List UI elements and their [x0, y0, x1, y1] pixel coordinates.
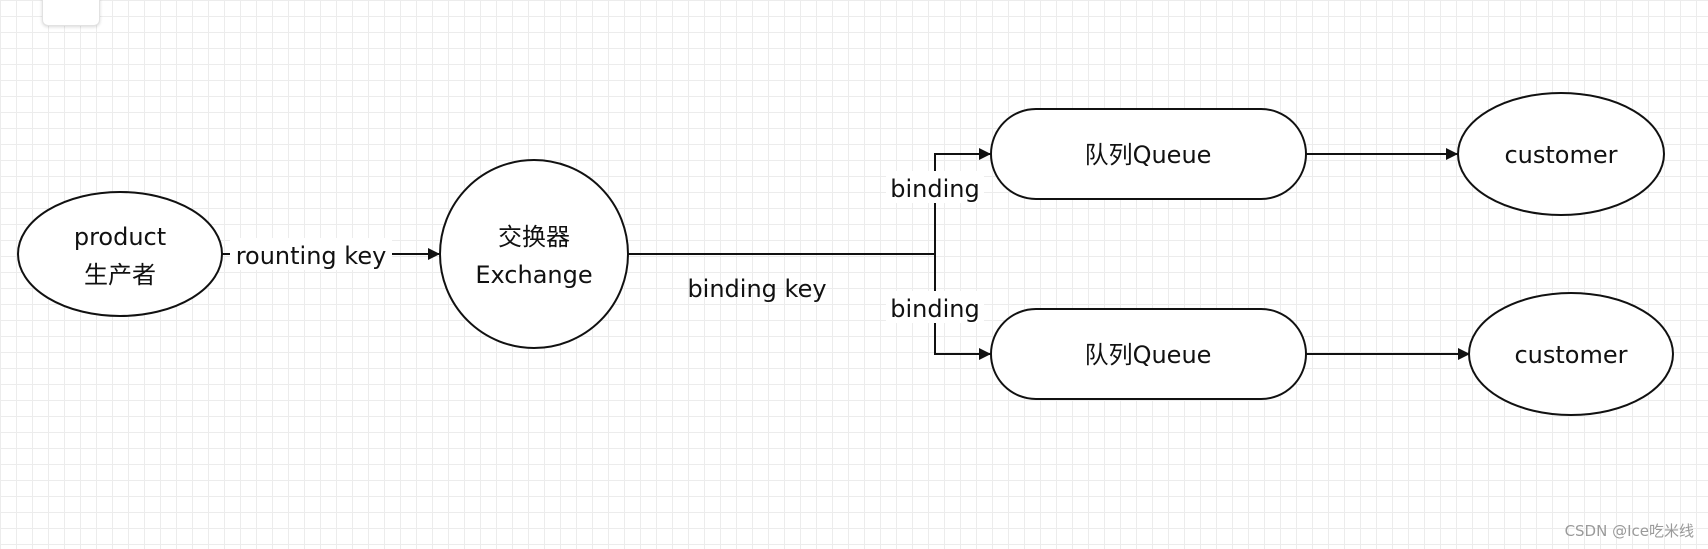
- edge-to-queue-top[interactable]: [934, 148, 991, 254]
- queue-top-label: 队列Queue: [1085, 141, 1212, 169]
- binding-top-label: binding: [890, 175, 979, 203]
- producer-label-line1: product: [74, 223, 166, 251]
- node-queue-bottom[interactable]: 队列Queue: [990, 308, 1307, 400]
- edge-to-queue-bottom[interactable]: [934, 254, 991, 360]
- watermark: CSDN @Ice吃米线: [1564, 522, 1694, 540]
- toolbar-corner-button[interactable]: [42, 0, 100, 26]
- customer-top-label: customer: [1504, 141, 1617, 169]
- node-exchange[interactable]: 交换器 Exchange: [439, 159, 629, 349]
- routing-key-label: rounting key: [236, 242, 387, 270]
- exchange-label-line1: 交换器: [498, 223, 570, 251]
- node-customer-top[interactable]: customer: [1457, 92, 1665, 216]
- customer-bottom-label: customer: [1514, 341, 1627, 369]
- node-customer-bottom[interactable]: customer: [1468, 292, 1674, 416]
- binding-bottom-label: binding: [890, 295, 979, 323]
- queue-bottom-label: 队列Queue: [1085, 341, 1212, 369]
- node-queue-top[interactable]: 队列Queue: [990, 108, 1307, 200]
- binding-key-label: binding key: [687, 275, 826, 303]
- edge-labels: rounting key binding key binding binding: [230, 171, 984, 323]
- node-producer[interactable]: product 生产者: [17, 191, 223, 317]
- exchange-label-line2: Exchange: [475, 261, 592, 289]
- producer-label-line2: 生产者: [84, 261, 156, 289]
